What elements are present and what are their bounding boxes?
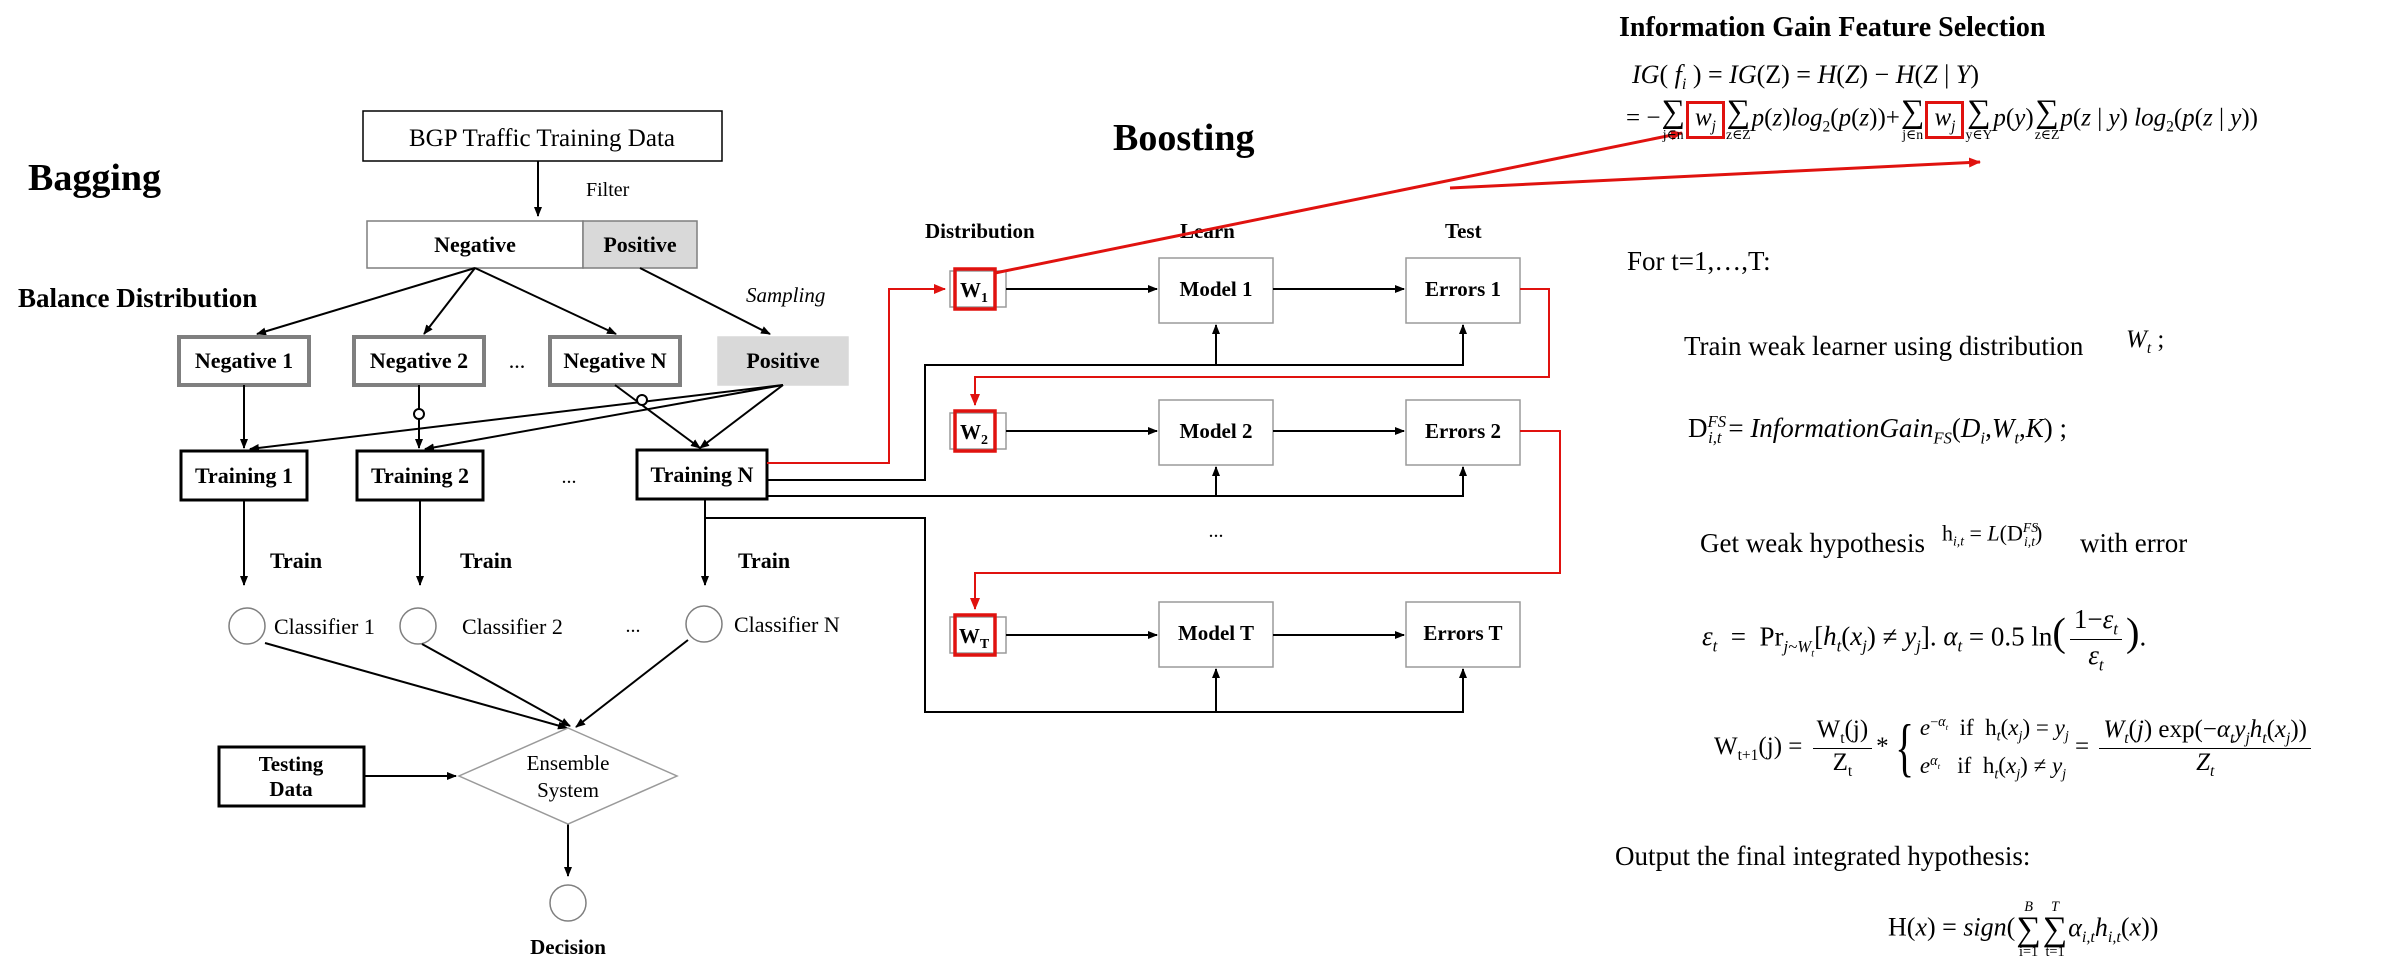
- for-line: For t=1,…,T:: [1627, 246, 1771, 276]
- testing-data-line-1: Testing: [259, 752, 324, 776]
- ig-title: Information Gain Feature Selection: [1619, 12, 2046, 43]
- train-arrows: [240, 499, 709, 586]
- boosting-title: Boosting: [1113, 117, 1254, 159]
- positive-label: Positive: [603, 232, 677, 257]
- classifier-2: Classifier 2: [399, 607, 563, 645]
- train-weak-text: Train weak learner using distribution: [1684, 331, 2084, 361]
- training-box-1: Training 1: [179, 449, 309, 502]
- weight-label: WT: [959, 624, 990, 652]
- weight-label: W1: [960, 278, 988, 306]
- sample-label: Negative 2: [370, 348, 468, 373]
- ensemble-line-2: System: [537, 778, 599, 802]
- ensemble-arrows: [264, 639, 689, 877]
- errors-box-1: Errors 1: [1405, 257, 1521, 324]
- filter-label: Filter: [586, 179, 630, 201]
- distribution-label: Distribution: [925, 219, 1035, 243]
- sampling-arrows: [256, 267, 771, 336]
- classifier-n: Classifier N: [685, 605, 840, 643]
- errors-box-t: Errors T: [1405, 601, 1521, 668]
- train-label-1: Train: [270, 548, 322, 573]
- testing-data-box: Testing Data: [217, 745, 366, 808]
- classifier-ellipsis: ...: [626, 615, 641, 637]
- train-label-n: Train: [738, 548, 790, 573]
- negative-label: Negative: [434, 232, 516, 257]
- model-label: Model T: [1178, 621, 1254, 645]
- error-alpha-formula: εt = Prj~Wt[ht(xj) ≠ yj]. αt = 0.5 ln(1−…: [1702, 604, 2147, 675]
- errors-box-2: Errors 2: [1405, 399, 1521, 466]
- sample-ellipsis: ...: [509, 348, 526, 373]
- sample-box-positive: Positive: [717, 336, 849, 386]
- model-box-t: Model T: [1158, 601, 1274, 668]
- model-box-2: Model 2: [1158, 399, 1274, 466]
- distribution-symbol: Wt ;: [2126, 326, 2165, 357]
- source-data-box: BGP Traffic Training Data: [362, 110, 723, 162]
- weak-hypothesis-formula: hi,t = L(DFSi,t): [1942, 520, 2043, 549]
- errors-label: Errors 2: [1425, 419, 1501, 443]
- training-box-n: Training N: [635, 448, 769, 501]
- boosting-ellipsis: ...: [1209, 520, 1224, 542]
- bagging-title: Bagging: [28, 157, 161, 199]
- training-label: Training 2: [371, 463, 469, 488]
- negative-positive-bar: Negative Positive: [366, 220, 698, 269]
- classifier-label: Classifier 2: [462, 614, 563, 639]
- output-text: Output the final integrated hypothesis:: [1615, 841, 2030, 871]
- boosting-red-arrows: [767, 130, 1981, 610]
- test-label: Test: [1445, 219, 1482, 243]
- model-label: Model 2: [1180, 419, 1253, 443]
- sample-label: Negative N: [563, 348, 666, 373]
- weight-box-1: W1: [949, 267, 1007, 311]
- boosting-flow-arrows: [705, 285, 1467, 713]
- weight-box-t: WT: [949, 613, 1007, 657]
- training-ellipsis: ...: [562, 466, 577, 488]
- classifier-1: Classifier 1: [228, 607, 375, 645]
- sample-box-negative-1: Negative 1: [177, 335, 311, 387]
- ig-formula-line-2: = −∑j∈nwj∑z∈Zp(z)log2(p(z))+∑j∈nwj∑y∈Yp(…: [1626, 94, 2259, 142]
- decision-node: Decision: [530, 884, 606, 959]
- sample-box-negative-2: Negative 2: [352, 335, 486, 387]
- decision-label: Decision: [530, 935, 606, 959]
- sample-box-negative-n: Negative N: [548, 335, 682, 387]
- training-label: Training 1: [195, 463, 293, 488]
- model-label: Model 1: [1180, 277, 1253, 301]
- with-error-text: with error: [2080, 528, 2187, 558]
- errors-label: Errors 1: [1425, 277, 1501, 301]
- feature-selection-formula: DFSi,t = InformationGainFS(Di,Wt,K) ;: [1688, 412, 2067, 448]
- sampling-label: Sampling: [746, 283, 825, 307]
- sample-label: Negative 1: [195, 348, 293, 373]
- errors-label: Errors T: [1423, 621, 1502, 645]
- ensemble-line-1: Ensemble: [527, 751, 610, 775]
- training-arrows: [240, 384, 784, 452]
- balance-distribution-label: Balance Distribution: [18, 283, 257, 313]
- get-weak-text: Get weak hypothesis: [1700, 528, 1925, 558]
- classifier-label: Classifier 1: [274, 614, 375, 639]
- testing-data-line-2: Data: [269, 777, 313, 801]
- training-label: Training N: [651, 462, 754, 487]
- ig-formula-line-1: IG( fi ) = IG(Z) = H(Z) − H(Z | Y): [1632, 60, 1979, 94]
- ensemble-system: Ensemble System: [457, 727, 679, 825]
- classifier-label: Classifier N: [734, 612, 840, 637]
- weight-box-2: W2: [949, 409, 1007, 453]
- train-label-2: Train: [460, 548, 512, 573]
- training-box-2: Training 2: [355, 449, 485, 502]
- weight-label: W2: [960, 420, 988, 448]
- source-data-label: BGP Traffic Training Data: [409, 125, 675, 152]
- sample-label: Positive: [746, 348, 820, 373]
- model-box-1: Model 1: [1158, 257, 1274, 324]
